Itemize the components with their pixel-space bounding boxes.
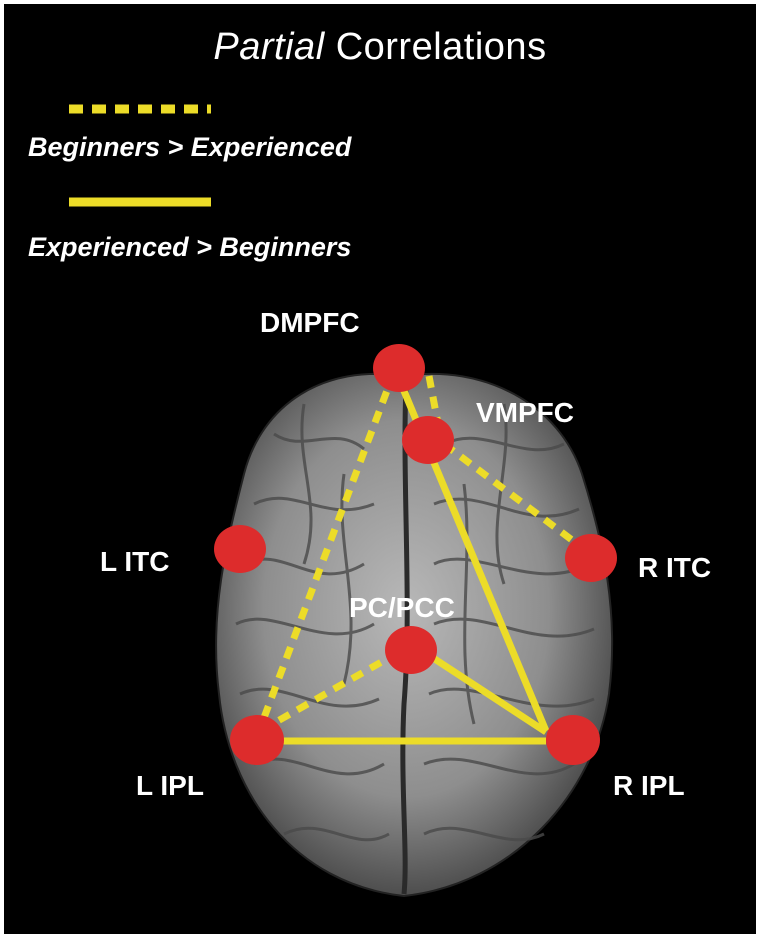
- figure-title: Partial Correlations: [4, 26, 756, 69]
- legend-solid-label: Experienced > Beginners: [28, 232, 352, 262]
- node-litc: [214, 525, 266, 573]
- label-dmpfc: DMPFC: [260, 307, 360, 338]
- node-lipl: [230, 715, 284, 765]
- label-ritc: R ITC: [638, 552, 712, 583]
- connection-pcpcc-lipl: [267, 648, 401, 730]
- connection-pcpcc-ripl: [422, 649, 548, 735]
- node-ripl: [546, 715, 600, 765]
- connection-dmpfc-lipl: [252, 370, 398, 741]
- node-vmpfc: [402, 416, 454, 464]
- node-pcpcc: [385, 626, 437, 674]
- node-ritc: [565, 534, 617, 582]
- title-rest: Correlations: [335, 26, 547, 68]
- node-dmpfc: [373, 344, 425, 392]
- label-pcpcc: PC/PCC: [349, 592, 455, 623]
- legend-dotted-label: Beginners > Experienced: [28, 132, 352, 162]
- diagram-svg: [69, 104, 617, 898]
- label-ripl: R IPL: [613, 770, 685, 801]
- label-litc: L ITC: [100, 546, 170, 577]
- connection-vmpfc-ritc: [441, 441, 587, 552]
- label-lipl: L IPL: [136, 770, 204, 801]
- label-vmpfc: VMPFC: [476, 397, 574, 428]
- title-italic: Partial: [213, 26, 325, 68]
